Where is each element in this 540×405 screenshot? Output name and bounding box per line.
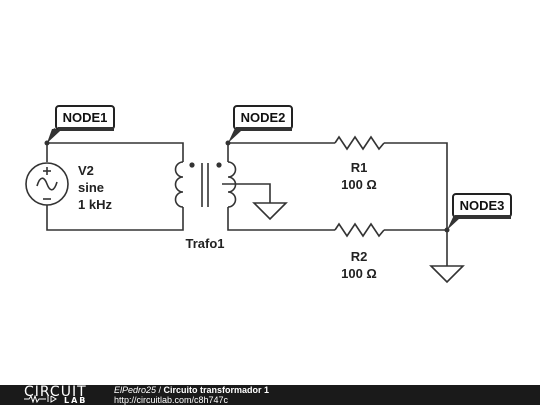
logo-text-lab: LAB [64, 396, 88, 405]
source-type-label: sine [78, 180, 104, 195]
resistor-r2[interactable] [334, 222, 385, 238]
node2-label: NODE2 [241, 110, 286, 125]
separator: / [156, 385, 164, 395]
source-frequency-label: 1 kHz [78, 197, 112, 212]
waveform-icon [24, 395, 57, 403]
author-link[interactable]: ElPedro25 [114, 385, 157, 395]
r1-name-label: R1 [351, 160, 368, 175]
r2-name-label: R2 [351, 249, 368, 264]
r1-value-label: 100 Ω [341, 177, 377, 192]
node1-label: NODE1 [63, 110, 108, 125]
ground-symbol-center-tap [252, 202, 288, 221]
wires [46, 142, 448, 266]
node-tag-node3[interactable]: NODE3 [447, 193, 512, 230]
r2-value-label: 100 Ω [341, 266, 377, 281]
transformer-trafo1[interactable] [174, 161, 237, 208]
node-tag-node2[interactable]: NODE2 [228, 105, 293, 143]
circuit-title[interactable]: Circuito transformador 1 [163, 385, 270, 395]
node3-label: NODE3 [460, 198, 505, 213]
logo-text-circuit: CIRCUIT [24, 384, 87, 400]
voltage-source-v2[interactable] [25, 162, 69, 206]
circuit-url[interactable]: http://circuitlab.com/c8h747c [114, 395, 229, 405]
source-name-label: V2 [78, 163, 94, 178]
footer-bar: CIRCUIT LAB ElPedro25 / Circuito transfo… [0, 384, 540, 405]
circuitlab-logo[interactable]: CIRCUIT LAB [0, 384, 108, 405]
node-tag-node1[interactable]: NODE1 [47, 105, 115, 143]
transformer-name-label: Trafo1 [185, 236, 224, 251]
ground-symbol-node3 [429, 265, 465, 284]
resistor-r1[interactable] [334, 135, 385, 151]
footer-credit: ElPedro25 / Circuito transformador 1 [114, 385, 269, 395]
circuit-schematic: NODE1 NODE2 NODE3 V2 sine 1 kHz Trafo1 R… [25, 105, 512, 284]
